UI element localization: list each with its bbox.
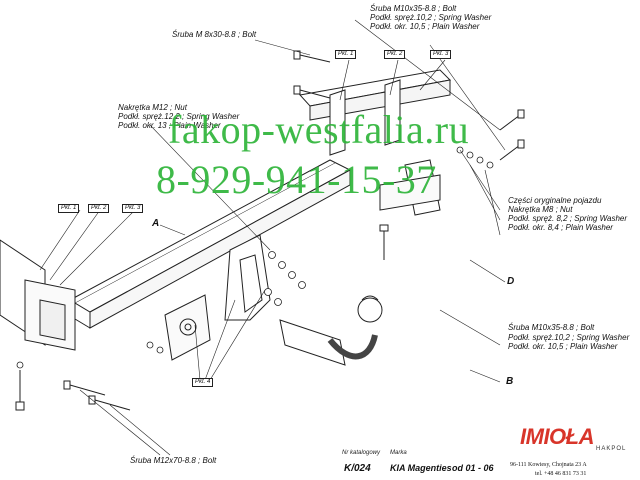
brand-logo: IMIOŁA [520, 424, 595, 449]
label-mid-right-spring: Podkł. spręż.10,2 ; Spring Washer [508, 333, 630, 342]
brand-address: 96-111 Kowiesy, Chojnata 23 A [510, 462, 587, 468]
pkt-3-left: Pkt. 3 [122, 204, 144, 213]
letter-d: D [507, 276, 515, 287]
label-orig-nut: Nakrętka M8 ; Nut [508, 205, 573, 214]
label-mid-right-bolt: Śruba M10x35-8.8 ; Bolt [508, 323, 595, 332]
washers [16, 146, 494, 369]
ball-hitch [279, 295, 383, 366]
label-screw-m8: Śruba M 8x30-8.8 ; Bolt [172, 30, 257, 39]
catalog-caption: Nr katalogowy [342, 450, 381, 456]
letter-a: A [152, 218, 160, 229]
drop-bracket [224, 234, 271, 321]
make-value: KIA Magenties [390, 463, 452, 473]
label-top-right-bolt: Śruba M10x35-8.8 ; Bolt [370, 4, 457, 13]
label-top-right-spring: Podkł. spręż.10,2 ; Spring Washer [370, 13, 492, 22]
label-orig-spring: Podkł. spręż. 8,2 ; Spring Washer [508, 214, 628, 223]
left-side-bracket [0, 239, 76, 351]
top-mount-bracket [299, 69, 452, 216]
years-value: od 01 - 06 [452, 463, 494, 473]
label-screw-m12: Śruba M12x70-8.8 ; Bolt [130, 456, 217, 465]
pkt-2-top: Pkt. 2 [384, 50, 406, 59]
socket-plate [164, 294, 211, 361]
label-plain-13: Podkł. okr. 13 ; Plain Washer [118, 121, 221, 130]
leader-lines [39, 19, 506, 456]
label-spring-12: Podkł. spręż.12,2 ; Spring Washer [118, 112, 240, 121]
make-caption: Marka [390, 450, 407, 456]
pkt-3-top: Pkt. 3 [430, 50, 452, 59]
pkt-1-left: Pkt. 1 [58, 204, 80, 213]
brand-logo-sub: HAKPOL [596, 446, 627, 452]
label-nut-m12: Nakrętka M12 ; Nut [118, 103, 187, 112]
pkt-2-left: Pkt. 2 [88, 204, 110, 213]
catalog-number: K/024 [344, 463, 371, 474]
pkt-1-top: Pkt. 1 [335, 50, 357, 59]
label-orig-parts: Części oryginalne pojazdu [508, 196, 602, 205]
watermark-phone: 8-929-941-15-37 [156, 157, 437, 202]
bolts [15, 50, 525, 411]
label-mid-right-plain: Podkł. okr. 10,5 ; Plain Washer [508, 342, 618, 351]
watermark-site: fakop-westfalia.ru [168, 107, 470, 152]
letter-b: B [506, 376, 514, 387]
label-top-right-plain: Podkł. okr. 10,5 ; Plain Washer [370, 22, 480, 31]
pkt-4: Pkt. 4 [192, 378, 214, 387]
brand-phone: tel. +48 46 831 73 31 [535, 471, 587, 477]
label-orig-plain: Podkł. okr. 8,4 ; Plain Washer [508, 223, 613, 232]
